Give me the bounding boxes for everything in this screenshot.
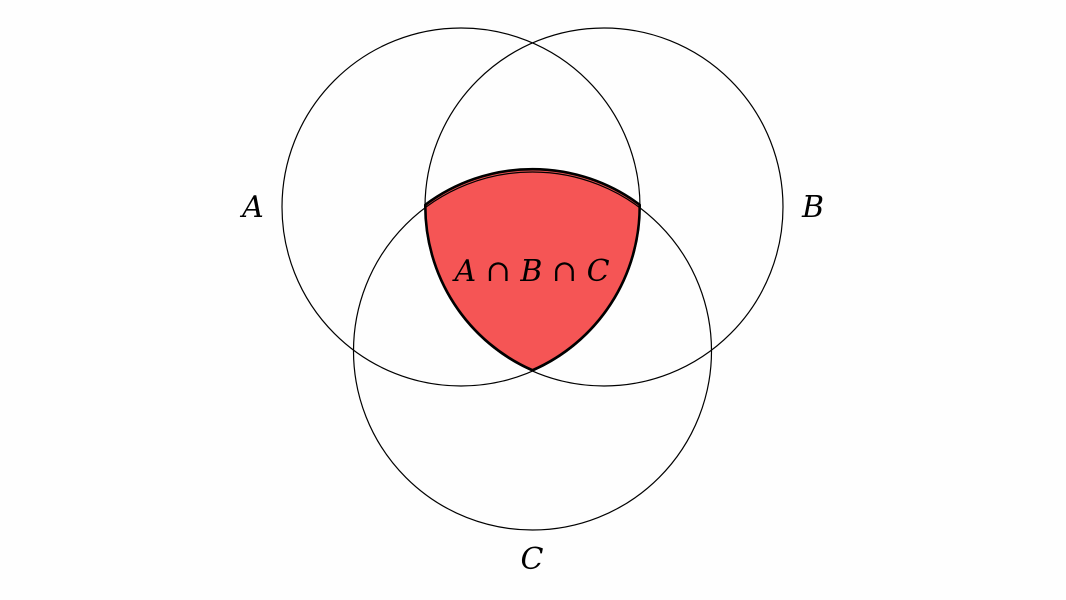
set-label-b: B — [801, 190, 824, 225]
set-label-a: A — [239, 190, 264, 225]
circle-a — [281, 27, 641, 387]
circle-b — [424, 27, 784, 387]
intersection-label: A ∩ B ∩ C — [451, 254, 609, 289]
circle-c — [352, 171, 713, 531]
intersection-abc-region — [423, 167, 642, 372]
set-label-c: C — [521, 542, 544, 577]
